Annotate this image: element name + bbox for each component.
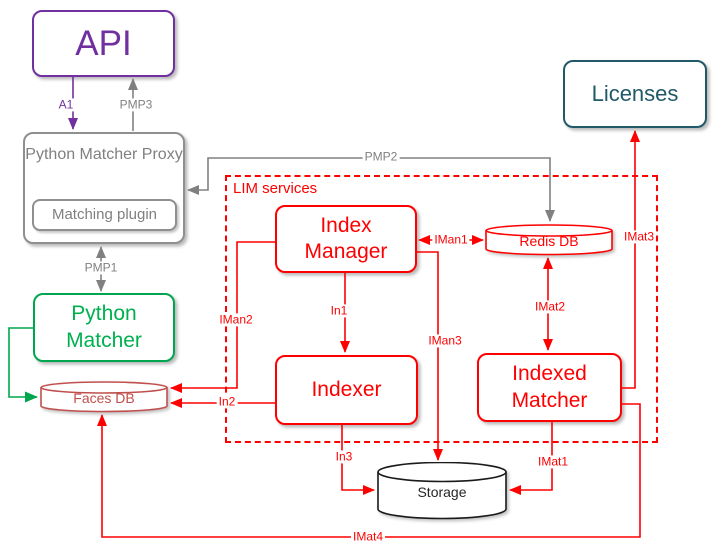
node-storage-label: Storage	[417, 484, 467, 500]
node-redis-db: Redis DB	[485, 224, 613, 256]
edge-imat4-label: IMat4	[350, 529, 386, 544]
node-indexer-label: Indexer	[311, 377, 382, 401]
edge-in2-label: In2	[216, 394, 238, 409]
edge-imat2-label: IMat2	[532, 299, 568, 314]
node-index-manager: Index Manager	[275, 205, 417, 273]
edge-pmp2-label: PMP2	[362, 149, 400, 164]
node-faces-db: Faces DB	[40, 381, 168, 413]
edge-pmp3-label: PMP3	[117, 97, 155, 112]
edge-a1-label: A1	[56, 97, 76, 112]
node-redis-db-label: Redis DB	[519, 233, 579, 249]
edge-iman1-label: IMan1	[432, 232, 470, 247]
edge-iman2-label: IMan2	[217, 312, 255, 327]
node-matching-plugin: Matching plugin	[32, 199, 177, 231]
node-python-matcher-proxy-label: Python Matcher Proxy	[25, 146, 183, 163]
edge-in3-label: In3	[333, 449, 355, 464]
edge-imat1-label: IMat1	[535, 454, 571, 469]
lim-services-group-label: LIM services	[233, 180, 318, 197]
node-api: API	[32, 10, 175, 77]
node-faces-db-label: Faces DB	[73, 390, 135, 406]
edge-iman3-label: IMan3	[426, 333, 464, 348]
node-licenses: Licenses	[563, 60, 707, 128]
node-matching-plugin-label: Matching plugin	[51, 205, 158, 223]
edge-imat3-label: IMat3	[621, 229, 657, 244]
node-api-label: API	[75, 23, 132, 63]
node-index-manager-label: Index Manager	[304, 213, 388, 263]
node-indexed-matcher-label: Indexed Matcher	[511, 362, 588, 412]
node-python-matcher-label: Python Matcher	[66, 302, 142, 352]
node-licenses-label: Licenses	[591, 81, 679, 107]
node-indexed-matcher: Indexed Matcher	[477, 353, 622, 422]
node-storage: Storage	[377, 462, 507, 520]
node-python-matcher: Python Matcher	[33, 293, 175, 362]
edge-in1-label: In1	[328, 303, 350, 318]
node-indexer: Indexer	[275, 355, 418, 425]
database-cylinder-icon	[485, 224, 613, 256]
edge-pmp1-label: PMP1	[82, 260, 120, 275]
